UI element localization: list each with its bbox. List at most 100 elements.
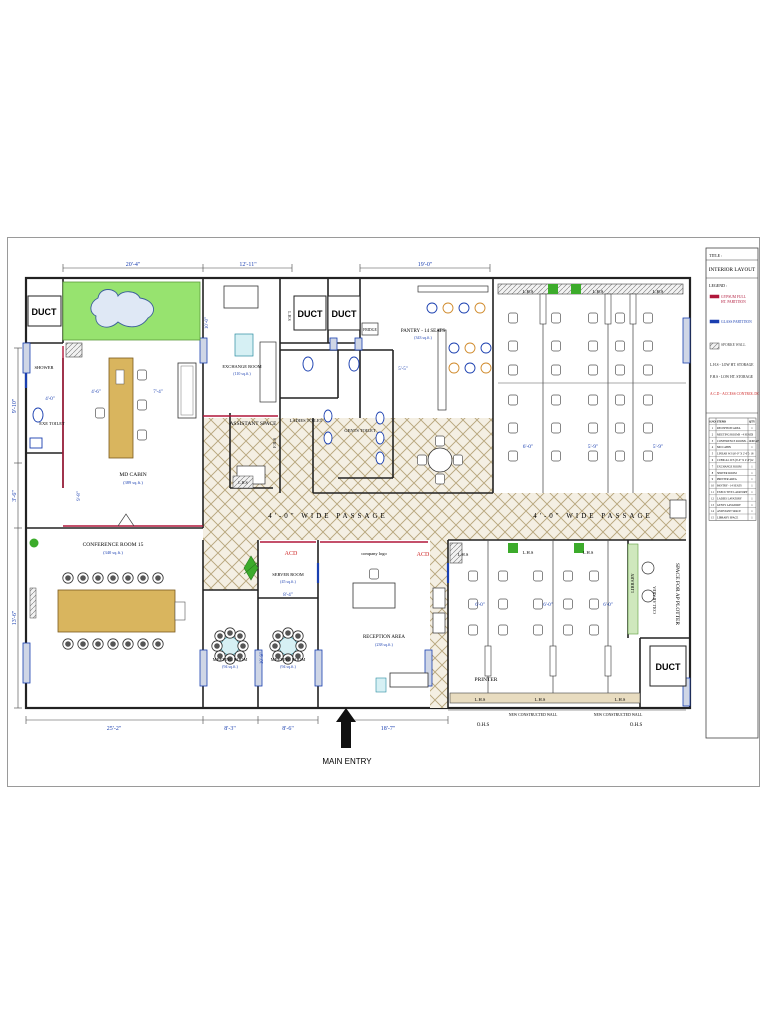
duct-label-2: DUCT <box>298 309 323 319</box>
meeting1-title: MEETING ROOM <box>213 657 248 662</box>
main-entry-label: MAIN ENTRY <box>322 757 372 766</box>
schedule-cell: EXECUTIVE LAVATORY <box>717 491 748 494</box>
conference-area: (340 sq.ft.) <box>103 550 123 555</box>
schedule-cell: SERVER ROOM <box>717 472 737 475</box>
top-workstation-chairs <box>508 312 653 462</box>
legend-item-4: F.H.S - LOW HT. STORAGE <box>710 375 754 379</box>
reception-glass-table <box>375 677 387 693</box>
library-chair-1 <box>641 561 655 575</box>
md-cabin-area: (389 sq.ft.) <box>123 480 143 485</box>
ap-plotter-label: SPACE FOR AP PLOTTER <box>674 563 680 625</box>
schedule-cell: PANTRY - 14 SEATS <box>717 485 742 488</box>
pantry-stools <box>426 302 492 374</box>
exchange-sofa-side <box>259 341 277 403</box>
schedule-cell: 4 <box>712 446 714 449</box>
legend-symbol-2 <box>709 342 720 350</box>
schedule-cell: 1 <box>751 446 753 449</box>
schedule-cell: 2 <box>751 433 753 436</box>
pool <box>90 289 154 328</box>
dim-top-3: 19'-0" <box>418 262 433 268</box>
acd-label-2: ACD <box>417 552 430 558</box>
schedule-cell: 15 <box>711 517 714 520</box>
schedule-cell: LINEAR W.S (6'-0" X 2'-0") <box>717 453 749 456</box>
lhs-bottom-1: L.H.S <box>458 552 469 557</box>
dim-ws-2: 5'-9" <box>588 444 599 450</box>
conference-title: CONFERENCE ROOM 15 <box>83 542 144 548</box>
schedule-cell: 18 <box>751 453 754 456</box>
ohs-label-1: O.H.S <box>477 723 490 728</box>
fridge-label: FRIDGE <box>363 328 377 332</box>
lhs-bottom-6: L.H.S <box>615 697 626 702</box>
lhs-top-1: L.H.S <box>523 289 534 294</box>
pantry-round-table <box>427 447 453 473</box>
schedule-cell: 1 <box>751 427 753 430</box>
pantry-counter <box>437 329 447 411</box>
legend-label: LEGEND : <box>709 283 727 288</box>
schedule-cell: 13 <box>711 504 714 507</box>
schedule-cell: 1 <box>751 485 753 488</box>
duct-label-3: DUCT <box>332 309 357 319</box>
dim-top-1: 20'-4" <box>126 262 141 268</box>
schedule-cell: CUBICAL W.S (6'-0" X 2'-0") <box>717 459 751 462</box>
legend-symbol-1 <box>709 319 720 324</box>
pantry-top-counter <box>417 285 489 293</box>
md-cabin-title: MD CABIN <box>119 472 146 478</box>
dim-server-w: 8'-4" <box>283 593 293 598</box>
new-wall-label-2: NEW CONSTRUCTED WALL <box>594 713 643 717</box>
library-shelf <box>627 543 639 635</box>
exchange-storage-label: L.H.S <box>287 311 292 321</box>
new-wall-label-1: NEW CONSTRUCTED WALL <box>509 713 558 717</box>
exchange-title: EXCHANGE ROOM <box>222 364 261 369</box>
floor-plan: DUCT DUCT DUCT DUCT SHOWER EXE TOILET MD… <box>12 247 765 766</box>
ohs-label-2: O.H.S <box>630 723 643 728</box>
conference-chairs-top <box>62 572 164 584</box>
building-outline <box>24 276 692 710</box>
glass-panels <box>22 317 691 707</box>
dim-left-3: 13'-6" <box>12 610 18 625</box>
dim-ws-3: 5'-9" <box>653 444 664 450</box>
gypsum-partitions <box>62 346 428 543</box>
schedule-cell: 7 <box>712 465 714 468</box>
schedule-cell: EXCHANGE ROOM <box>717 465 742 468</box>
dim-md-2: 7'-4" <box>153 390 163 395</box>
left-dimension-lines <box>14 347 22 709</box>
conference-end-chair <box>174 601 186 621</box>
reception-title: RECEPTION AREA <box>363 635 405 640</box>
schedule-cell: MEETING ROOMS - 4 SEATS <box>717 433 753 436</box>
title-label: TITLE : <box>709 253 722 258</box>
sheet-title: INTERIOR LAYOUT <box>709 267 756 273</box>
main-entry-arrow <box>336 708 356 748</box>
lhs-top-3: L.H.S <box>653 289 664 294</box>
dim-bottom-3: 8'-6" <box>282 726 294 732</box>
server-title: SERVER ROOM <box>272 572 304 577</box>
schedule-cell: 5 <box>712 453 714 456</box>
passage-label-1: 4'-0" WIDE PASSAGE <box>268 512 388 520</box>
library-chair-2 <box>641 589 655 603</box>
exchange-area: (110 sq.ft.) <box>233 371 251 376</box>
lhs-bottom-2: L.H.S <box>523 550 534 555</box>
schedule-header: ITEMS <box>717 421 726 424</box>
top-dimension-lines <box>62 264 491 272</box>
meeting1-area: (94 sq.ft.) <box>222 664 238 669</box>
title-block <box>705 247 759 739</box>
md-storage <box>65 342 83 358</box>
ladies-title: LADIES TOILET <box>290 418 323 423</box>
schedule-cell: 1 <box>712 427 714 430</box>
schedule-cell: 1 <box>751 472 753 475</box>
schedule-cell: GENTS LAVATORY <box>717 504 741 507</box>
dim-bottom-2: 8'-3" <box>224 726 236 732</box>
schedule-cell: 10 <box>711 485 714 488</box>
schedule-cell: 12 <box>751 459 754 462</box>
md-plant-stand <box>117 513 135 527</box>
lhs-bottom-3: L.H.S <box>583 550 594 555</box>
collab-label: COLLAB AREA <box>652 586 657 614</box>
reception-side-sofa <box>432 587 446 609</box>
passage-floor-d <box>313 448 493 493</box>
reception-sofa <box>389 672 429 688</box>
schedule-cell: 8 <box>712 472 714 475</box>
legend-symbol-0 <box>709 294 720 299</box>
schedule-cell: 1 <box>751 478 753 481</box>
conference-storage <box>29 587 37 619</box>
exe-toilet-label: EXE TOILET <box>39 421 65 426</box>
